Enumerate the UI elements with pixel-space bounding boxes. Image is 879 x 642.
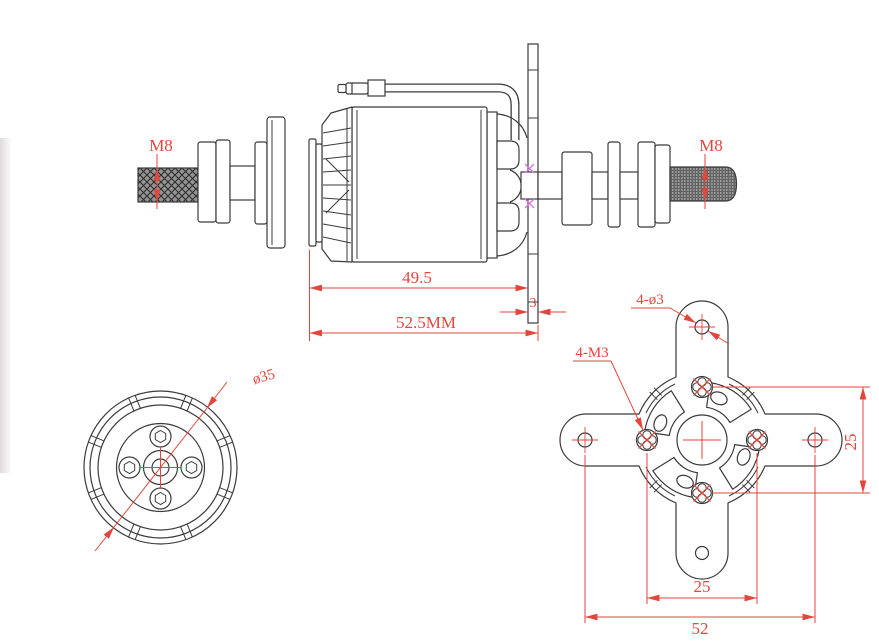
side-view: M8 M8 49.5 52.5MM 3 (137, 43, 738, 341)
center-mark (683, 421, 721, 459)
mount-view-dimensions: 4-ø3 4-M3 25 25 52 (573, 292, 870, 638)
front-flange-inner (315, 143, 323, 243)
label-m8-right: M8 (699, 136, 723, 155)
shaft (619, 171, 639, 200)
leader-arm-holes (669, 307, 697, 324)
rim-nicks (649, 387, 755, 493)
washer (637, 141, 656, 228)
washer (215, 139, 231, 224)
m3-screw-hole-right (745, 428, 769, 452)
dim-case-diameter: ø35 (251, 366, 277, 388)
bullet-connector-tip (337, 83, 347, 94)
front-view: ø35 (83, 366, 277, 552)
shaft (591, 171, 609, 200)
rim-notches (88, 395, 233, 540)
front-flange (308, 138, 317, 247)
thread-marks-pink (524, 163, 535, 209)
washer (254, 141, 268, 225)
washer (607, 141, 621, 228)
screw-boss (118, 456, 141, 479)
notch-band-circle (97, 404, 224, 531)
bullet-connector-barrel (345, 82, 369, 95)
mount-view: 4-ø3 4-M3 25 25 52 (559, 292, 870, 638)
side-view-dimensions: M8 M8 49.5 52.5MM 3 (149, 136, 723, 341)
front-view-dimensions: ø35 (94, 366, 277, 552)
label-screw-holes: 4-M3 (575, 345, 608, 361)
dim-screw-spacing-horizontal: 25 (694, 577, 711, 596)
diameter-line (113, 407, 208, 528)
shaft-hub (520, 171, 539, 200)
dim-screw-spacing-vertical: 25 (841, 434, 860, 451)
screw-boss (149, 425, 172, 448)
m3-screw-hole-top (690, 375, 714, 399)
prop-nut (197, 141, 217, 223)
bullet-connector-sleeve (367, 79, 386, 97)
dim-overall-length: 52.5MM (396, 313, 456, 332)
dim-arm-hole-span: 52 (692, 619, 709, 638)
left-shaft-assembly (137, 116, 286, 249)
right-thread-m8 (669, 166, 738, 202)
m3-screw-hole-bottom (690, 481, 714, 505)
label-m8-left: M8 (149, 136, 173, 155)
motor-wire (337, 79, 520, 140)
center-bore-circle (676, 414, 728, 466)
endbell-bottom-hook (496, 231, 528, 257)
m3-screw-hole-left (635, 428, 659, 452)
motor-can (351, 106, 488, 263)
leader-screw-holes (610, 360, 644, 431)
screw-boss (180, 456, 203, 479)
endbell-top-hook (496, 113, 528, 139)
dim-body-length: 49.5 (402, 268, 432, 287)
front-bell (308, 106, 353, 263)
face-circle (115, 422, 206, 513)
case-rim-circle (89, 396, 232, 539)
label-arm-holes: 4-ø3 (636, 292, 664, 308)
adapter-shaft (229, 165, 256, 201)
left-thread-m8 (137, 167, 199, 203)
washer (654, 144, 671, 224)
prop-mount-disc (266, 116, 286, 249)
shaft (537, 171, 563, 200)
arm-hole-bottom (694, 545, 710, 561)
bell-fins (322, 127, 352, 244)
prop-adapter-body (561, 151, 593, 226)
dim-plate-thickness: 3 (530, 296, 537, 311)
screw-boss (149, 487, 172, 510)
